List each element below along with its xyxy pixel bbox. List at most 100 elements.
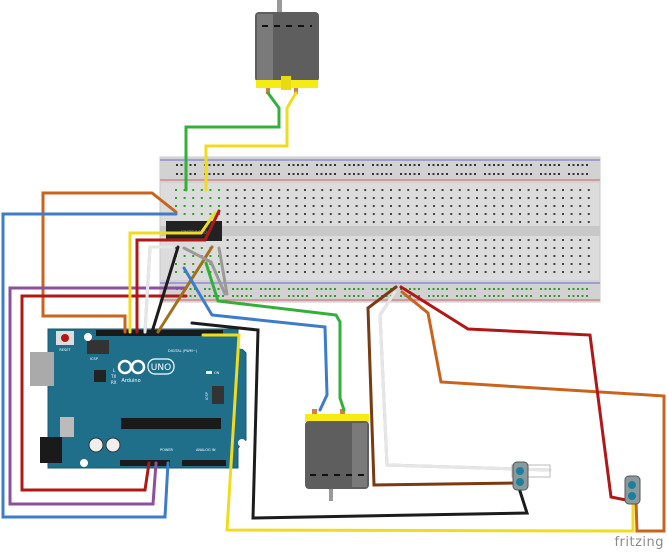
breadboard-hole [329,173,332,175]
breadboard-hole [415,213,418,215]
breadboard-hole [570,239,573,241]
motor-highlight [352,423,367,487]
breadboard-hole [304,271,306,273]
blue-motor-wire[interactable] [182,266,329,412]
breadboard-hole [286,247,289,249]
motor-top-yellow-wire[interactable] [204,91,298,192]
purple-wire[interactable] [8,286,188,506]
breadboard-hole [334,164,336,166]
breadboard-hole [312,221,315,223]
breadboard-hole [381,197,384,199]
orange-enable-wire[interactable] [41,191,178,334]
red-signal-wire[interactable] [135,209,221,334]
breadboard-hole [312,205,315,207]
breadboard-hole [304,255,306,257]
breadboard-hole [372,247,375,249]
breadboard-hole [329,189,332,191]
blue-left-wire[interactable] [1,212,178,519]
breadboard-hole [292,173,295,175]
breadboard-hole [200,213,203,215]
yellow-signal-wire[interactable] [128,211,217,334]
breadboard-hole [549,295,551,297]
breadboard-hole [372,263,375,265]
breadboard-hole [458,255,461,257]
breadboard-hole [484,221,487,223]
breadboard-hole [493,271,496,273]
breadboard-hole [286,221,289,223]
gray-wire-1[interactable] [182,246,227,296]
breadboard-hole [321,263,324,265]
breadboard-hole [295,189,298,191]
arduino-logo: Arduino UNO [117,358,175,384]
breadboard-hole [338,271,341,273]
brown-signal-wire[interactable] [156,245,214,334]
white-signal-wire[interactable] [143,245,174,334]
gray-wire-2[interactable] [217,246,229,296]
breadboard-hole [441,288,444,290]
breadboard-hole [441,263,444,265]
breadboard-hole [381,255,384,257]
breadboard-hole [301,173,304,175]
motor-top-green-wire[interactable] [184,91,281,192]
breadboard-hole [226,255,229,257]
breadboard-hole [493,288,495,290]
breadboard-hole [241,164,243,166]
white-sensor-wire[interactable] [378,290,552,472]
breadboard-hole [269,239,272,241]
breadboard-hole [209,197,212,199]
breadboard-hole [252,205,255,207]
breadboard-hole [245,164,248,166]
breadboard-hole [424,197,427,199]
breadboard-hole [413,164,416,166]
green-motor-wire[interactable] [204,261,346,412]
breadboard-hole [460,173,463,175]
breadboard-hole [424,247,427,249]
black-ground-wire[interactable] [190,321,530,520]
breadboard-hole [269,173,271,175]
breadboard-hole [338,247,341,249]
breadboard-hole [243,239,246,241]
breadboard-hole [269,295,271,297]
breadboard-hole [213,173,215,175]
reset-button-cap[interactable] [61,334,69,342]
breadboard-hole [512,173,514,175]
breadboard-hole [295,221,298,223]
arduino-model: UNO [151,363,171,373]
breadboard-hole [497,295,500,297]
black-signal-wire[interactable] [150,245,180,334]
breadboard-hole [364,239,367,241]
breadboard-hole [261,221,263,223]
breadboard-hole [549,173,551,175]
brown-sensor-wire[interactable] [366,285,521,487]
breadboard-hole [347,221,349,223]
breadboard-hole [306,295,308,297]
breadboard-hole [527,205,530,207]
orange-sensor-wire[interactable] [400,290,666,533]
breadboard-hole [243,271,246,273]
breadboard-hole [409,173,411,175]
breadboard-hole [512,288,514,290]
red-power-wire[interactable] [20,294,188,492]
breadboard-hole [364,221,367,223]
breadboard-hole [288,288,290,290]
breadboard-hole [488,295,491,297]
breadboard-hole [390,173,392,175]
motor-highlight [257,14,273,80]
yellow-long-wire[interactable] [201,333,635,533]
breadboard-hole [476,239,478,241]
breadboard-hole [218,263,220,265]
breadboard-hole [493,197,496,199]
breadboard-hole [372,197,375,199]
breadboard-hole [381,263,384,265]
breadboard-hole [544,197,547,199]
red-sensor-wire[interactable] [399,285,628,502]
breadboard-hole [450,205,453,207]
breadboard-hole [467,255,470,257]
breadboard-hole [338,189,341,191]
breadboard-hole [460,164,463,166]
breadboard-hole [519,271,521,273]
breadboard-hole [432,288,435,290]
breadboard-hole [407,197,410,199]
breadboard-hole [579,221,582,223]
breadboard-hole [562,213,564,215]
